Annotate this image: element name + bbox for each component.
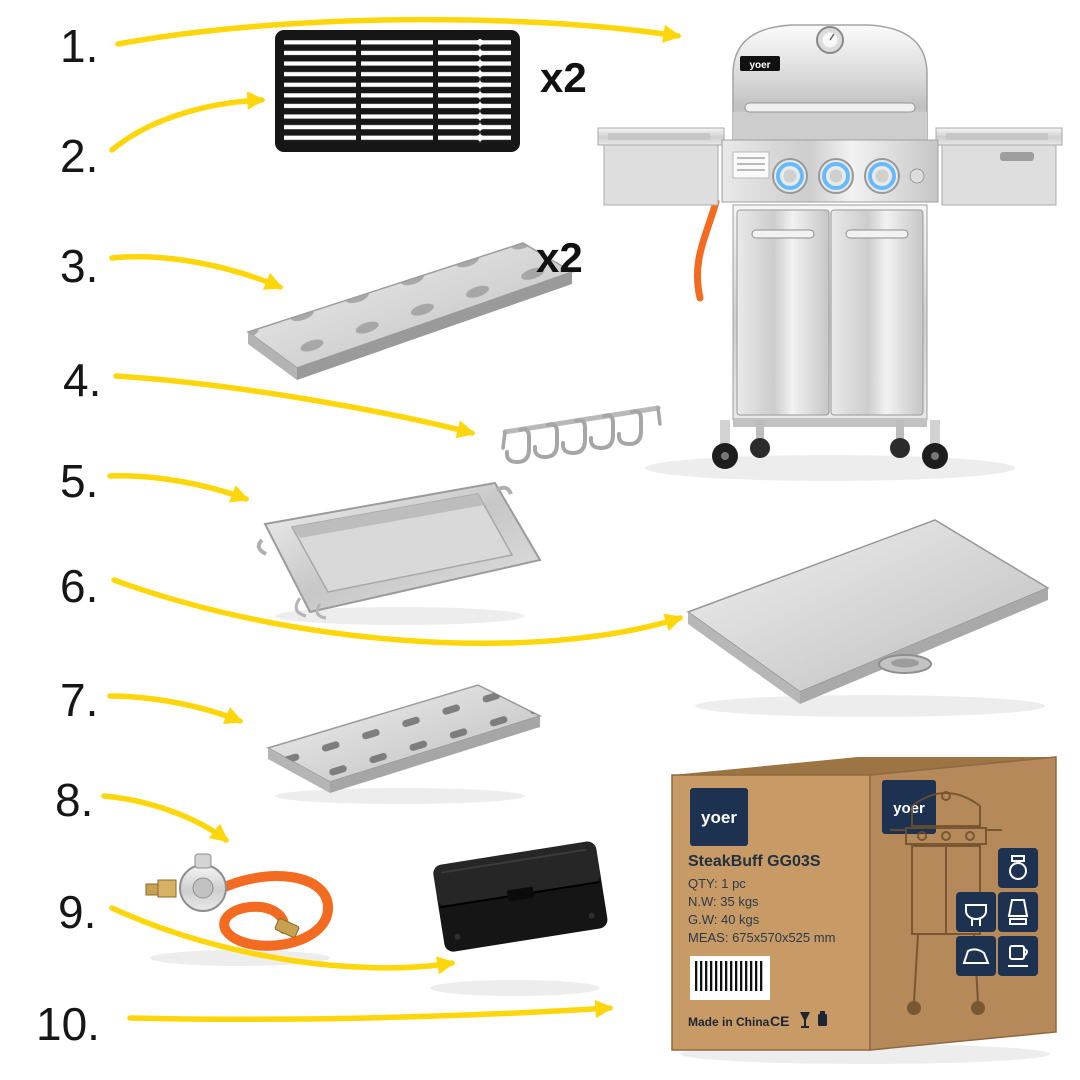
arrow-10	[127, 999, 614, 1023]
label-7: 7.	[60, 674, 98, 726]
carton-model: SteakBuff GG03S	[688, 853, 821, 870]
arrow-8	[101, 793, 229, 843]
carton-side-brand: yoer	[893, 800, 925, 817]
grill-legs-casters	[712, 420, 948, 469]
grill-brand-badge	[740, 56, 780, 71]
part-griddle	[686, 519, 1050, 704]
carton-gross-weight: G.W: 40 kgs	[688, 912, 760, 927]
grill-knob-3	[864, 158, 900, 194]
box9-shadow	[430, 980, 600, 996]
grill-brand-text: yoer	[749, 60, 770, 71]
label-6: 6.	[60, 560, 98, 612]
carton-net-weight: N.W: 35 kgs	[688, 894, 759, 909]
carton-meas: MEAS: 675x570x525 mm	[688, 930, 835, 945]
grill-hood: yoer	[732, 24, 928, 141]
grill-knob-2	[818, 158, 854, 194]
griddle-shadow	[695, 695, 1045, 717]
label-4: 4.	[63, 354, 101, 406]
part-grill-grates	[275, 30, 520, 152]
label-3: 3.	[60, 240, 98, 292]
grill-cart	[732, 204, 928, 427]
grill-shadow	[645, 455, 1015, 481]
grill-right-door-handle	[845, 229, 909, 239]
grill-right-door	[830, 209, 924, 416]
carton-origin: Made in China	[688, 1015, 770, 1029]
part-perforated-plate	[266, 684, 542, 793]
carton-compliance-icons	[800, 1011, 827, 1028]
grill-gas-hose	[693, 198, 720, 302]
label-2: 2.	[60, 130, 98, 182]
label-8: 8.	[55, 774, 93, 826]
label-10: 10.	[36, 998, 100, 1050]
label-9: 9.	[58, 886, 96, 938]
arrow-4	[113, 373, 476, 439]
grill-left-shelf	[597, 127, 725, 206]
arrow-6	[111, 577, 684, 646]
part-battery-box	[433, 841, 608, 952]
grill-left-door-handle	[751, 229, 815, 239]
part-assembled-grill: yoer	[597, 24, 1063, 469]
part-heat-plate	[246, 242, 574, 380]
grate-qty-label: x2	[540, 54, 587, 101]
grill-right-shelf	[935, 127, 1063, 206]
part-carton: yoer SteakBuff GG03S QTY: 1 pc N.W: 35 k…	[671, 756, 1057, 1051]
arrow-7	[107, 693, 244, 724]
carton-front-brand: yoer	[701, 808, 737, 827]
grill-control-panel	[721, 139, 939, 203]
tray-shadow	[275, 607, 525, 625]
carton-appliance-icons	[956, 848, 1038, 976]
label-5: 5.	[60, 455, 98, 507]
grill-igniter-button	[909, 168, 925, 184]
heatplate-qty-label: x2	[536, 234, 583, 281]
arrow-1	[115, 16, 682, 47]
label-1: 1.	[60, 20, 98, 72]
carton-ce-mark: CE	[770, 1013, 789, 1029]
grill-hood-handle	[744, 102, 916, 113]
part-hook-rack	[501, 405, 662, 465]
arrow-2	[109, 91, 266, 153]
carton-front-logo-badge	[690, 788, 748, 846]
arrow-9	[109, 905, 456, 975]
grill-left-door	[736, 209, 830, 416]
carton-barcode	[690, 956, 770, 1000]
carton-qty: QTY: 1 pc	[688, 876, 746, 891]
part-drip-tray	[256, 481, 542, 620]
arrow-3	[109, 253, 284, 290]
arrow-5	[107, 473, 250, 503]
part-gas-regulator-hose	[145, 853, 333, 951]
plate-shadow	[275, 788, 525, 804]
grill-knob-1	[772, 158, 808, 194]
carton-side-logo-badge	[882, 780, 936, 834]
